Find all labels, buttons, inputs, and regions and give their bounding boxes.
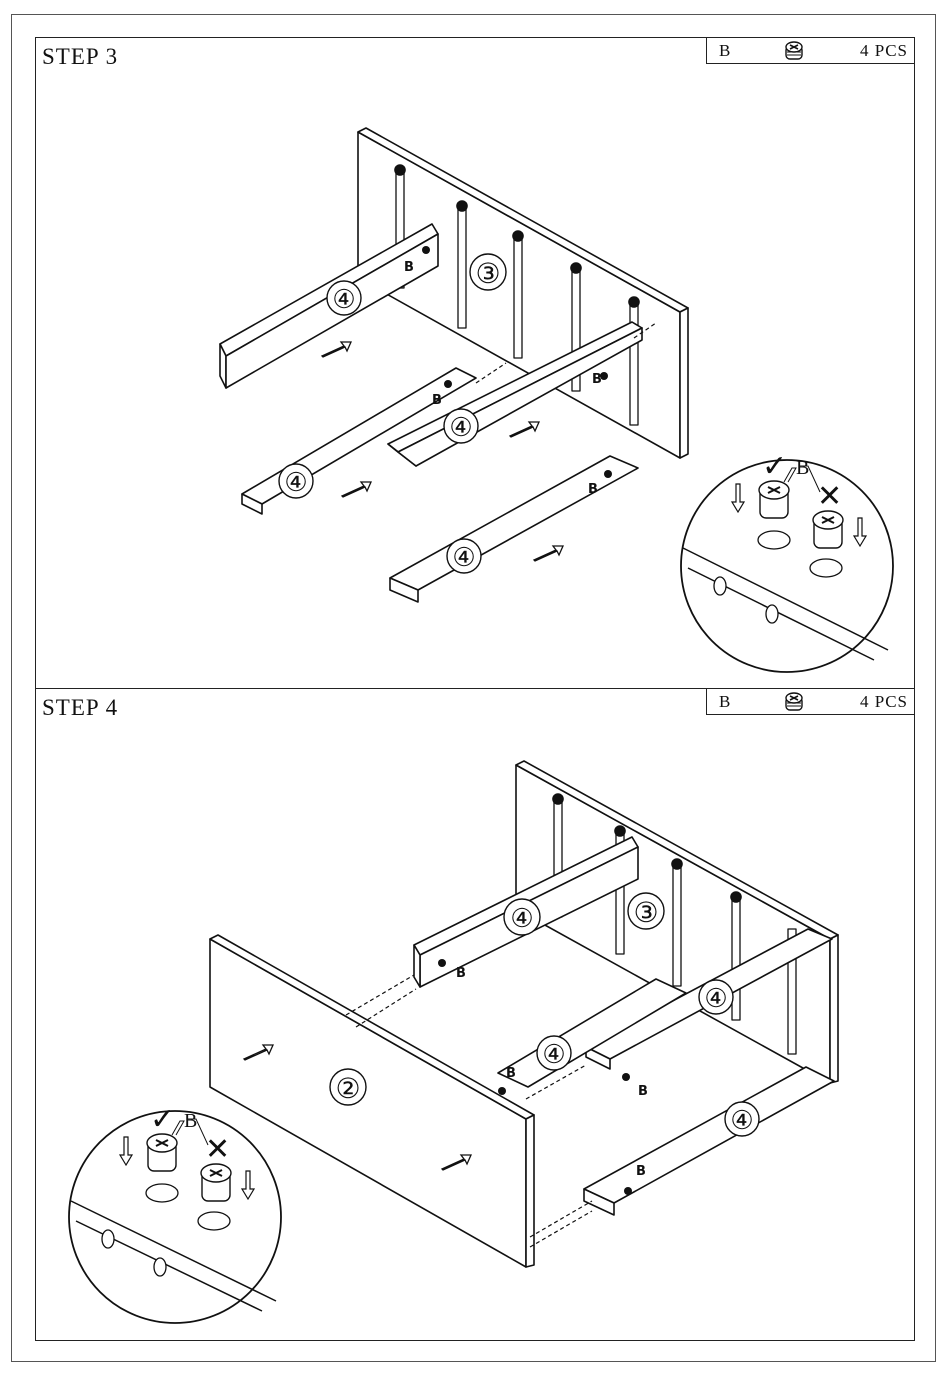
rail-label: ④ <box>284 468 307 498</box>
cam-label: B <box>796 457 809 479</box>
cam-lock-detail <box>681 460 893 672</box>
arrow-icon <box>534 546 563 561</box>
arrow-icon <box>510 422 539 437</box>
step-4-illustration: ③ ② ④ ④ ④ ④ B B B B <box>36 689 916 1342</box>
fastener-label: B <box>506 1066 516 1081</box>
rail-bottom <box>584 1067 834 1203</box>
fastener-label: B <box>588 482 598 497</box>
correct-mark-icon: ✓ <box>150 1102 175 1137</box>
arrow-icon <box>322 342 351 357</box>
rail-label: ④ <box>449 413 472 443</box>
fastener-label: B <box>636 1164 646 1179</box>
rail-label: ④ <box>510 904 533 934</box>
fastener-label: B <box>638 1084 648 1099</box>
front-panel-label: ② <box>335 1072 360 1105</box>
rail-bottom <box>390 456 638 590</box>
back-panel-label: ③ <box>475 257 500 290</box>
rail-label: ④ <box>452 543 475 573</box>
back-panel-label: ③ <box>633 896 658 929</box>
cam-label: B <box>184 1110 197 1132</box>
rail-label: ④ <box>730 1106 753 1136</box>
correct-mark-icon: ✓ <box>762 449 787 484</box>
rail-label: ④ <box>332 285 355 315</box>
fastener-label: B <box>456 966 466 981</box>
fastener-label: B <box>432 393 442 408</box>
step-3-illustration: ③ ④ ④ ④ ④ B B B B <box>36 38 916 690</box>
fastener-label: B <box>404 260 414 275</box>
wrong-mark-icon: ✕ <box>817 479 842 514</box>
arrow-icon <box>342 482 371 497</box>
fastener-label: B <box>592 372 602 387</box>
step-3-panel: STEP 3 B 4 PCS <box>35 37 915 689</box>
rail-label: ④ <box>704 984 727 1014</box>
step-4-panel: STEP 4 B 4 PCS <box>35 688 915 1341</box>
rail-label: ④ <box>542 1040 565 1070</box>
wrong-mark-icon: ✕ <box>205 1132 230 1167</box>
cam-lock-detail <box>69 1111 281 1323</box>
